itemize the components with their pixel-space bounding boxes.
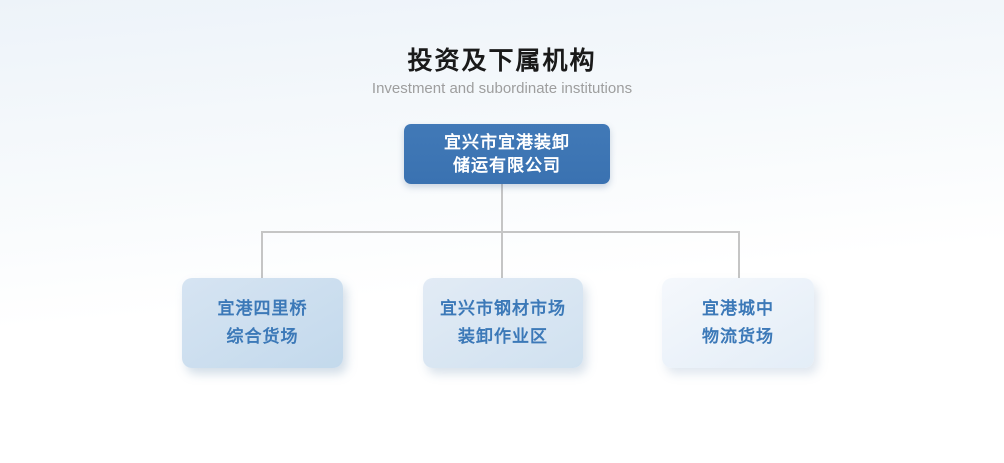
connector-root-stem bbox=[501, 184, 503, 232]
org-node-child-3-line1: 宜港城中 bbox=[702, 299, 774, 318]
org-node-root-line2: 储运有限公司 bbox=[453, 156, 561, 175]
page-subtitle: Investment and subordinate institutions bbox=[371, 80, 633, 97]
org-node-child-chengzhong: 宜港城中 物流货场 bbox=[662, 278, 814, 368]
org-node-child-1-line2: 综合货场 bbox=[226, 327, 299, 346]
org-node-root-line1: 宜兴市宜港装卸 bbox=[444, 133, 570, 152]
org-node-child-siliqiao: 宜港四里桥 综合货场 bbox=[182, 278, 343, 368]
connector-drop-right bbox=[738, 231, 740, 278]
org-node-root: 宜兴市宜港装卸 储运有限公司 bbox=[404, 124, 610, 184]
page-title: 投资及下属机构 bbox=[407, 47, 597, 75]
connector-drop-middle bbox=[501, 231, 503, 278]
connector-drop-left bbox=[261, 231, 263, 278]
chart-header: 投资及下属机构 Investment and subordinate insti… bbox=[0, 46, 1004, 98]
connector-horizontal bbox=[261, 231, 740, 233]
org-node-child-2-line2: 装卸作业区 bbox=[458, 327, 548, 346]
org-node-child-steel-market: 宜兴市钢材市场 装卸作业区 bbox=[423, 278, 583, 368]
org-node-child-1-line1: 宜港四里桥 bbox=[217, 299, 308, 318]
org-node-child-2-line1: 宜兴市钢材市场 bbox=[440, 299, 566, 318]
org-node-child-3-line2: 物流货场 bbox=[702, 327, 774, 346]
